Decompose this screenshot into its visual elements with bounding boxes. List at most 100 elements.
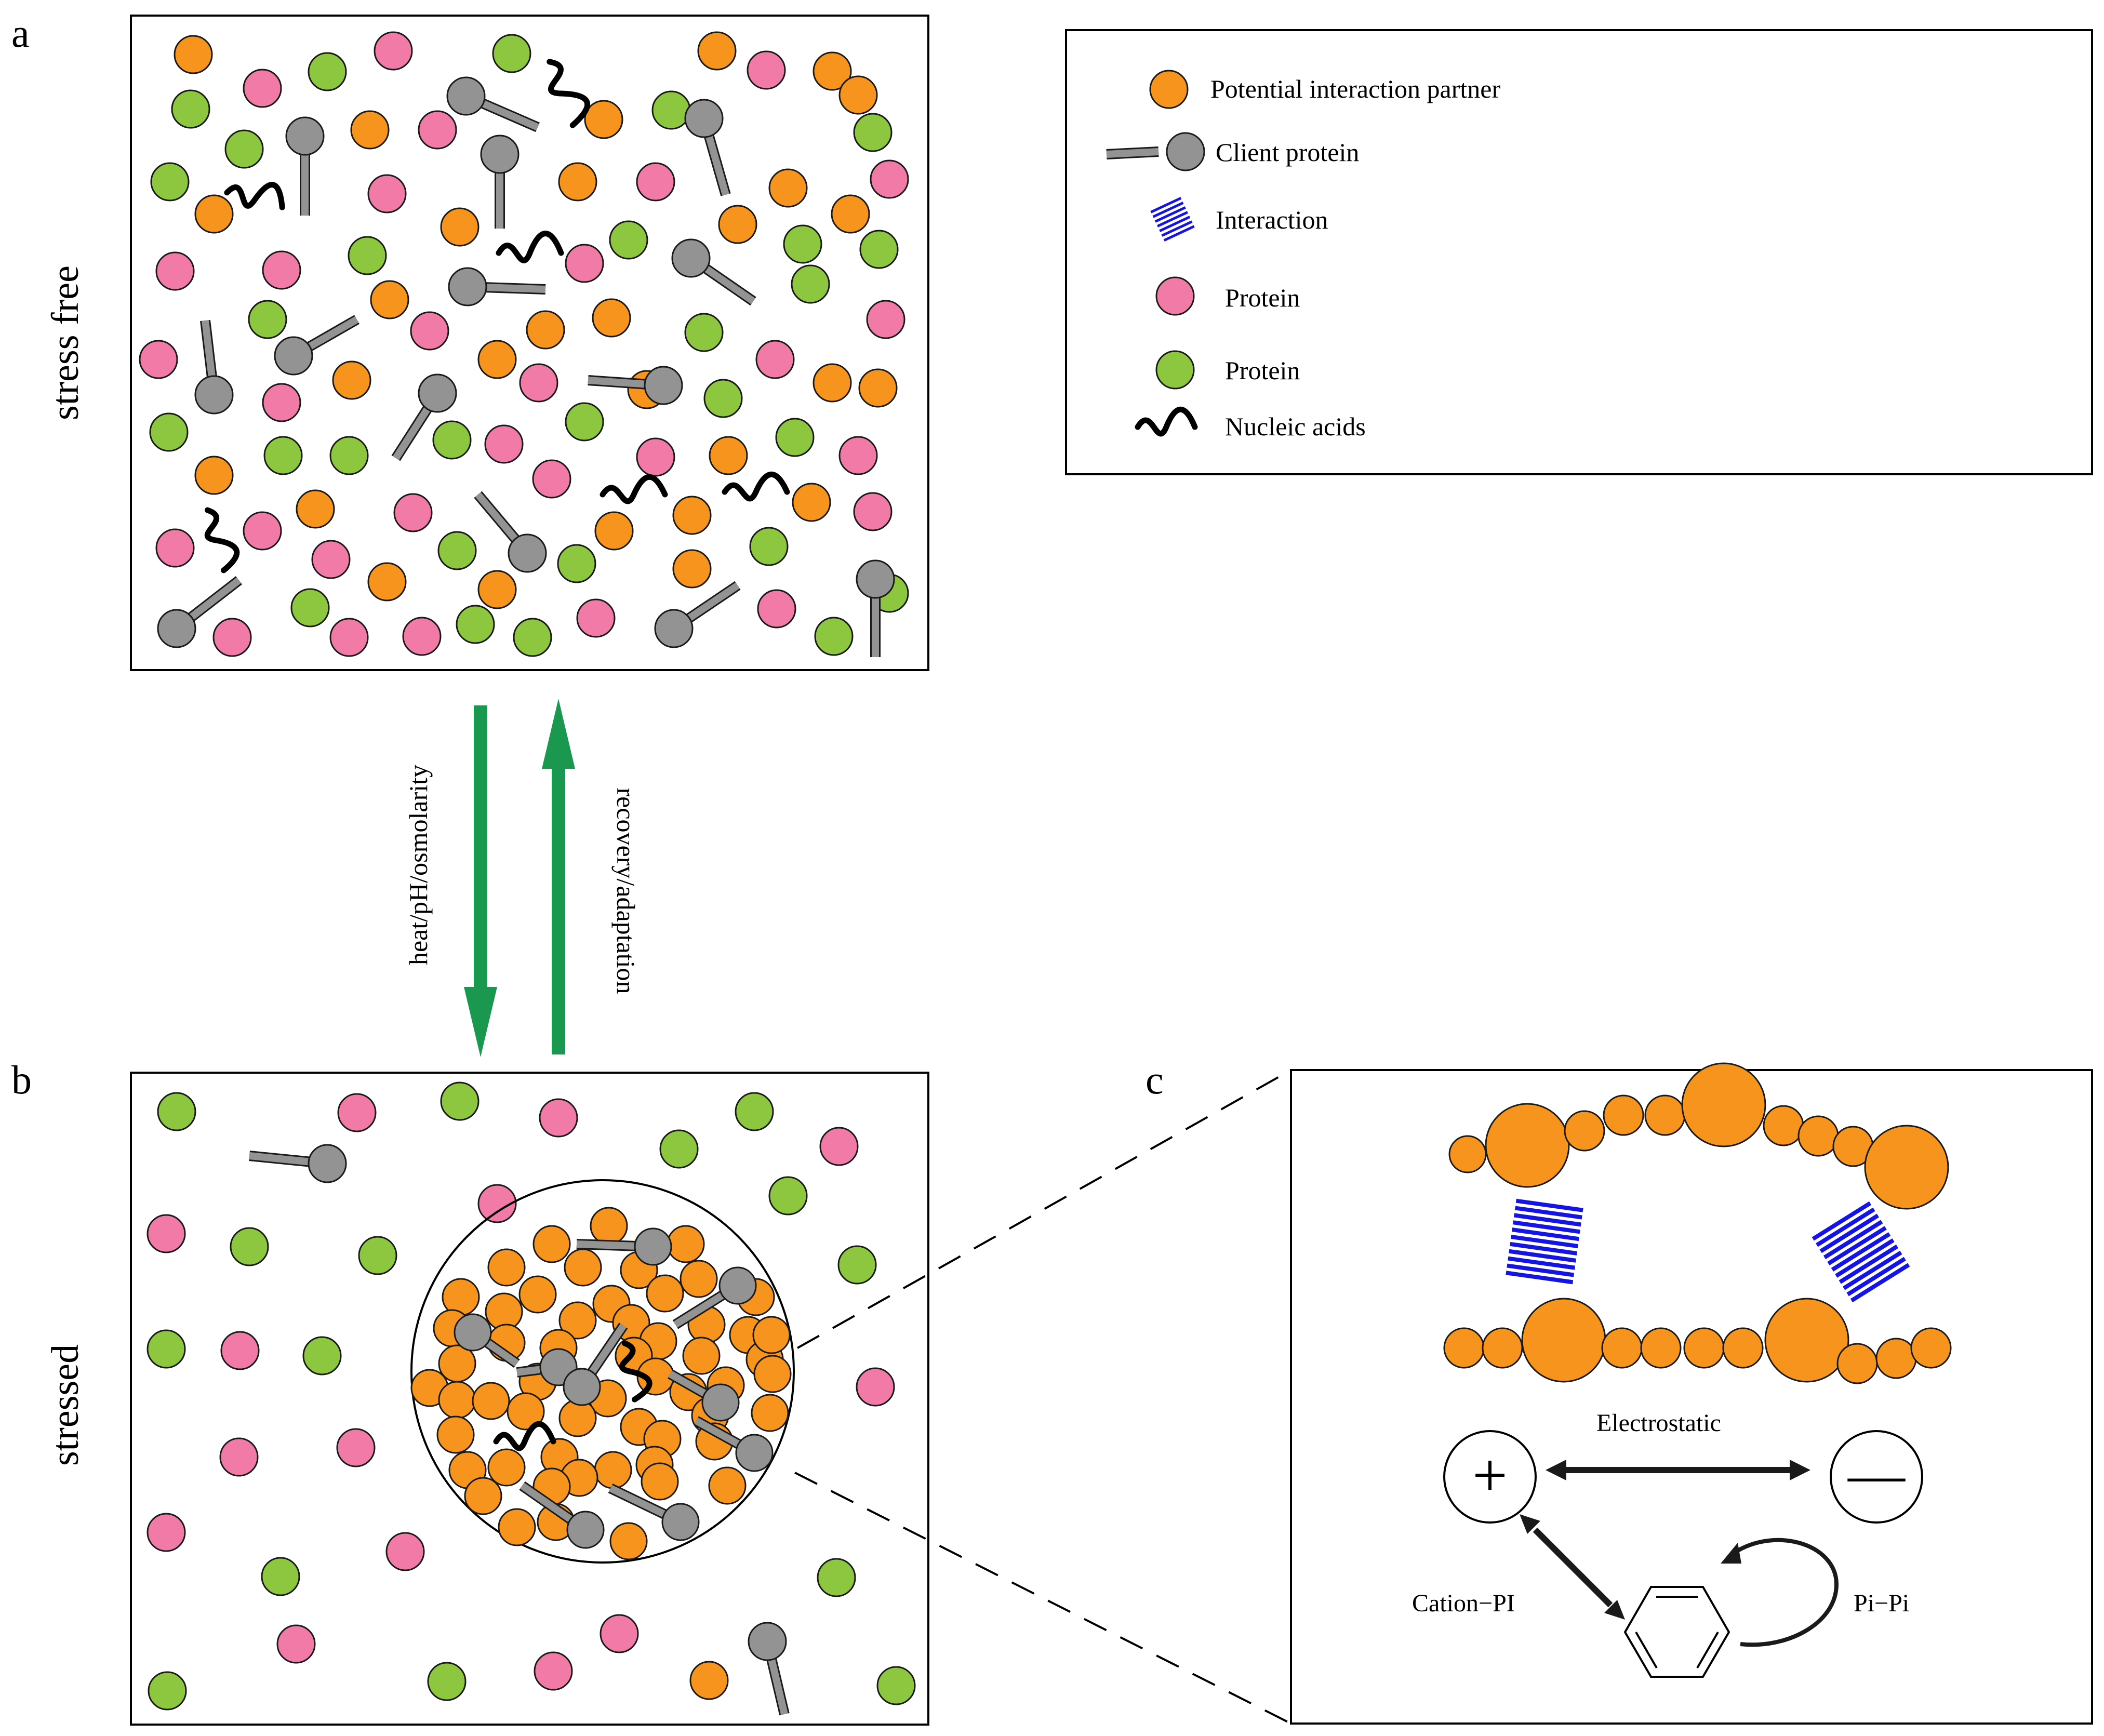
pink-protein [636, 437, 675, 477]
hatch-line [1152, 202, 1184, 218]
pink-protein [155, 251, 195, 291]
orange-protein [194, 194, 234, 234]
pink-protein [838, 436, 878, 475]
pink-protein [819, 1127, 859, 1166]
green-protein [261, 1557, 300, 1596]
interaction-partner-bead [1910, 1327, 1952, 1369]
orange-protein [813, 363, 852, 403]
green-protein [703, 379, 743, 418]
legend-label-protein-green: Protein [1225, 356, 1300, 385]
pink-protein [853, 492, 893, 531]
pink-protein [636, 162, 675, 202]
client-protein-head [671, 238, 711, 278]
pink-protein [311, 540, 351, 579]
pink-protein [262, 383, 301, 422]
pink-protein [147, 1214, 186, 1253]
interaction-hatch-line [1812, 1201, 1872, 1241]
orange-protein [438, 1381, 476, 1419]
interaction-partner-bead [1763, 1105, 1804, 1146]
zoom-lines [794, 1069, 1291, 1725]
pink-protein [393, 493, 433, 532]
pink-protein [747, 50, 786, 90]
panel-label-c: c [1146, 1057, 1164, 1102]
pink-protein [870, 159, 909, 199]
legend-label-protein-pink: Protein [1225, 283, 1300, 312]
interaction-hatch-icon [1150, 197, 1195, 242]
zoom-line-bottom [794, 1472, 1291, 1725]
orange-protein [526, 310, 565, 350]
green-protein [783, 224, 822, 264]
client-protein-head [194, 375, 234, 415]
legend: Potential interaction partner Client pro… [1065, 29, 2093, 475]
pink-protein [212, 618, 252, 657]
client-protein-head [308, 1144, 347, 1183]
orange-protein [672, 549, 712, 589]
orange-protein [477, 570, 517, 609]
client-protein-icon-tail [1106, 148, 1159, 158]
orange-protein [752, 1316, 791, 1354]
interaction-partner-bead [1640, 1327, 1682, 1369]
pink-protein [418, 110, 457, 150]
pink-protein [219, 1437, 259, 1477]
pink-protein [565, 244, 604, 283]
client-protein-head [274, 336, 313, 376]
green-protein [432, 420, 472, 460]
orange-protein [194, 456, 234, 495]
legend-label-client-protein: Client protein [1216, 138, 1359, 167]
pink-protein [402, 617, 442, 656]
green-protein [557, 544, 596, 583]
electrostatic-arrow-head-left [1546, 1460, 1566, 1480]
benzene-ring-icon [1623, 1586, 1730, 1678]
client-protein-head [661, 1503, 700, 1541]
hatch-line [1154, 206, 1186, 223]
down-arrow-label: heat/pH/osmolarity [404, 765, 433, 965]
interaction-hatch-line [1843, 1250, 1902, 1290]
orange-protein [174, 35, 213, 74]
condensate-droplet [410, 1179, 795, 1564]
orange-protein [367, 562, 407, 602]
green-protein [150, 162, 190, 202]
green-protein [853, 113, 893, 152]
orange-protein [487, 1248, 526, 1287]
pink-protein [856, 1367, 895, 1407]
orange-protein [680, 1260, 718, 1298]
green-protein [768, 1176, 808, 1216]
interaction-hatch-line [1510, 1241, 1577, 1256]
interaction-partner-bead [1521, 1298, 1606, 1383]
interaction-partner-bead [1603, 1094, 1644, 1136]
pink-protein [866, 300, 905, 339]
green-protein [791, 264, 830, 304]
orange-protein [477, 340, 517, 379]
transition-arrows: heat/pH/osmolarity recovery/adaptation [404, 699, 641, 1057]
interaction-partner-bead [1683, 1327, 1725, 1369]
legend-label-nucleic-acids: Nucleic acids [1225, 412, 1366, 441]
green-protein [492, 34, 531, 73]
orange-protein [498, 1508, 536, 1546]
electrostatic-arrow-head-right [1790, 1460, 1810, 1480]
orange-protein [464, 1477, 502, 1515]
pink-protein [243, 69, 282, 108]
green-protein [157, 1092, 196, 1131]
nucleic-acid [547, 59, 591, 128]
client-protein-head [285, 116, 325, 156]
orange-protein [558, 1301, 597, 1340]
client-protein-head [718, 1266, 757, 1305]
droplet-contents [410, 1207, 792, 1560]
panel-b-side-label: stressed [44, 1344, 87, 1466]
pink-protein [576, 598, 616, 638]
pink-protein [532, 459, 571, 499]
up-arrow-label: recovery/adaptation [611, 787, 641, 994]
down-arrow-head [464, 987, 497, 1057]
green-protein [147, 1329, 186, 1369]
panel-a-side-label: stress free [44, 265, 87, 420]
orange-protein [641, 1462, 679, 1501]
green-protein [171, 89, 210, 129]
interaction-partner-bead [1482, 1327, 1523, 1369]
orange-protein [440, 207, 480, 247]
interaction-partner-bead [1448, 1135, 1487, 1173]
pink-protein [147, 1513, 186, 1552]
interaction-partner-bead [1564, 1110, 1605, 1152]
interaction-partner-bead [1864, 1125, 1949, 1210]
client-protein-head [735, 1434, 774, 1472]
